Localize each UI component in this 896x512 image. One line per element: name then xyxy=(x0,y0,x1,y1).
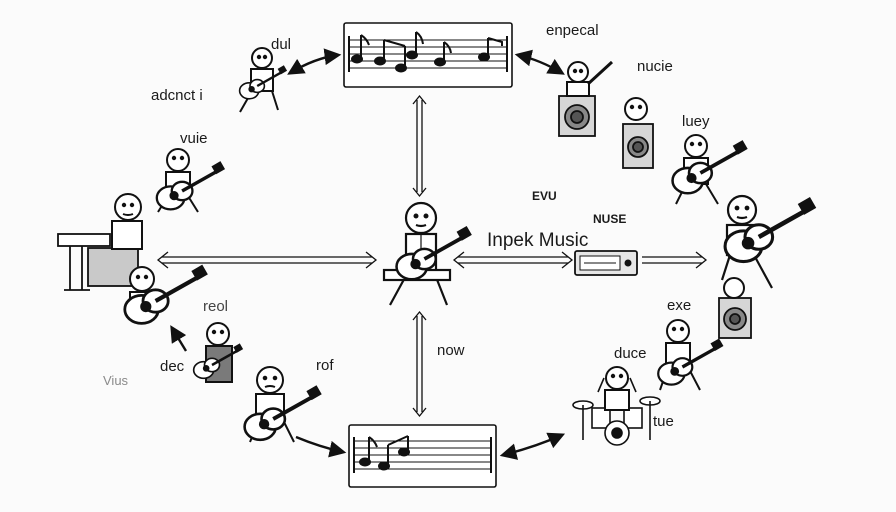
player-right-big xyxy=(720,194,814,289)
amplifier-device xyxy=(574,250,638,276)
player-drummer xyxy=(604,366,630,411)
label-inpek-music: Inpek Music xyxy=(487,230,589,251)
arrow-center-down xyxy=(416,316,423,412)
arrow-top-left xyxy=(287,48,342,75)
arrow-center-left xyxy=(162,256,372,264)
label-nucie: nucie xyxy=(637,58,673,75)
arrow-bottom-right xyxy=(499,432,566,460)
label-adcnct: adcnct i xyxy=(151,87,203,104)
speaker-right-2 xyxy=(622,123,654,169)
arrow-center-right xyxy=(458,256,568,264)
label-vuie: vuie xyxy=(180,130,208,147)
arrow-small-left xyxy=(170,325,188,352)
player-rof xyxy=(245,366,320,443)
label-dul: dul xyxy=(271,36,292,53)
label-duce: duce xyxy=(614,345,647,362)
label-luey: luey xyxy=(682,113,710,130)
arrow-amp-right xyxy=(642,256,702,264)
player-reol xyxy=(192,322,244,383)
label-evu: EVU xyxy=(532,189,557,203)
label-enpecal: enpecal xyxy=(546,22,599,39)
center-guitarist xyxy=(382,201,470,306)
label-dec: dec xyxy=(160,358,185,375)
player-luey xyxy=(673,134,746,205)
arrow-center-up xyxy=(416,100,423,192)
label-vius: Vius xyxy=(103,373,129,388)
player-nucie xyxy=(624,97,648,121)
label-now: now xyxy=(437,342,465,359)
sheet-music-top xyxy=(343,22,513,88)
label-reol: reol xyxy=(203,298,229,315)
label-tue: tue xyxy=(653,413,674,430)
arrow-top-right xyxy=(514,49,565,75)
arrow-bottom-left xyxy=(295,435,347,458)
sheet-music-bottom xyxy=(348,424,497,488)
label-nuse: NUSE xyxy=(593,212,627,226)
player-exe xyxy=(658,277,745,391)
speaker-top-right xyxy=(558,95,596,137)
player-dul xyxy=(238,47,288,113)
player-vuie xyxy=(155,148,226,213)
label-exe: exe xyxy=(667,297,692,314)
player-desk xyxy=(111,193,143,250)
label-rof: rof xyxy=(316,357,334,374)
player-enpecal xyxy=(566,60,614,97)
speaker-right-3 xyxy=(718,297,752,339)
player-left-mid xyxy=(125,267,206,324)
drum-kit xyxy=(572,377,661,446)
